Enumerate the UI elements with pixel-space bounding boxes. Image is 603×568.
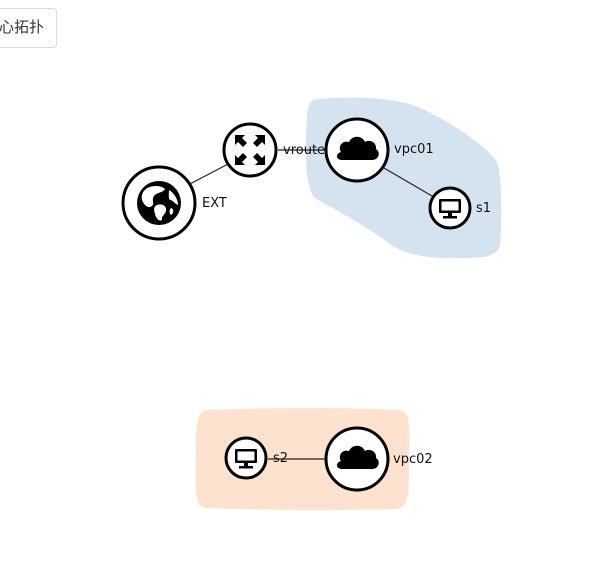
node-s1[interactable]: s1 xyxy=(428,186,491,230)
link-ext-vrouter xyxy=(187,162,231,186)
node-s2-label: s2 xyxy=(273,451,288,466)
vpc01-group-area xyxy=(305,97,502,259)
node-vpc02[interactable]: vpc02 xyxy=(324,426,433,492)
globe-icon xyxy=(137,181,181,225)
node-vpc01-label: vpc01 xyxy=(394,142,434,157)
node-vpc01[interactable]: vpc01 xyxy=(324,117,434,183)
node-vpc02-label: vpc02 xyxy=(393,452,433,467)
center-topology-button[interactable]: 心拓扑 xyxy=(0,8,57,48)
node-ext-label: EXT xyxy=(202,196,227,211)
node-s2[interactable]: s2 xyxy=(224,436,288,480)
node-s1-label: s1 xyxy=(476,201,491,216)
router-icon xyxy=(235,135,265,165)
node-vrouter-label: vrouter xyxy=(283,143,331,158)
node-ext[interactable]: EXT xyxy=(121,165,227,241)
link-vpc01-s1 xyxy=(383,167,433,197)
node-vrouter[interactable]: vrouter xyxy=(222,122,331,178)
